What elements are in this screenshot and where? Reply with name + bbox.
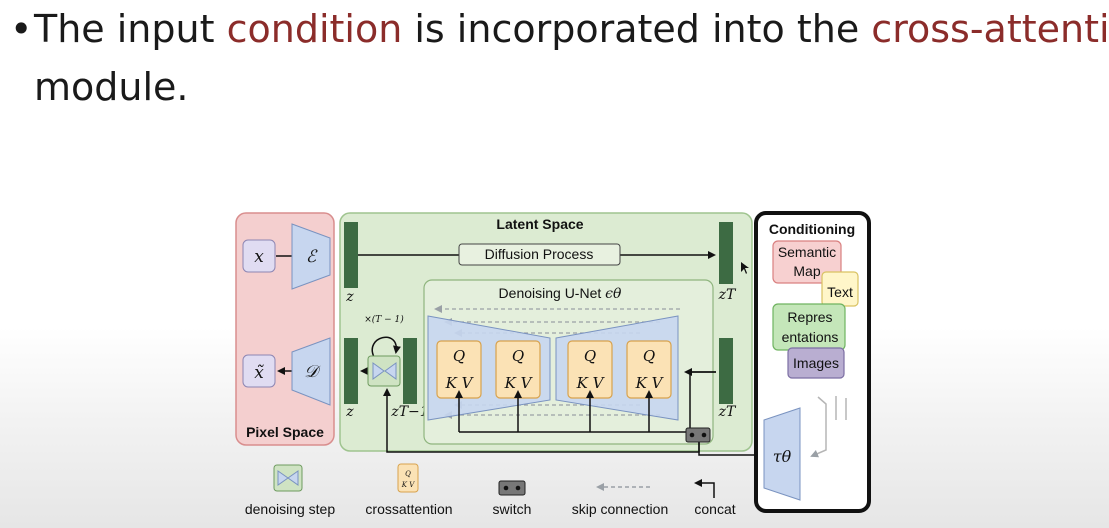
legend-switch-label: switch: [493, 501, 532, 517]
qkv-block-3: Q K V: [567, 340, 613, 399]
bracket-line-1: [810, 396, 827, 458]
qkv-block-4: Q K V: [626, 340, 672, 399]
highlight-cross-attention: cross-attention: [871, 7, 1109, 51]
legend-crossattention-label: crossattention: [365, 501, 452, 517]
qkv-block-3-kv: K V: [576, 374, 606, 392]
qkv-block-3-q: Q: [584, 347, 596, 365]
switch-dot-right: [701, 432, 707, 438]
qkv-block-1-q: Q: [453, 347, 465, 365]
tau-label: τθ: [773, 447, 792, 466]
bullet-line-1: •The input condition is incorporated int…: [10, 0, 1109, 58]
legend-skip-label: skip connection: [572, 501, 669, 517]
switch-box: [685, 427, 711, 443]
line1-prefix: The input: [34, 7, 227, 51]
cond-repres-label: Repres: [787, 309, 832, 325]
qkv-block-1: Q K V: [436, 340, 482, 399]
cond-to-denoise: [383, 388, 700, 453]
qkv-block-4-q: Q: [643, 347, 655, 365]
z-bar-top: [344, 222, 358, 288]
bullet-dot: •: [10, 7, 33, 51]
diffusion-process-box: [458, 243, 621, 266]
qkv-block-2-q: Q: [512, 347, 524, 365]
zT-bar-top: [719, 222, 733, 284]
bullet-line-2: module.: [34, 65, 189, 109]
line1-middle: is incorporated into the: [402, 7, 872, 51]
qkv-block-4-kv: K V: [635, 374, 665, 392]
x-tilde-label: x̃: [254, 363, 264, 383]
x-input-label: x: [254, 247, 264, 267]
cond-entations-label: entations: [782, 329, 839, 345]
switch-dot-left: [689, 432, 695, 438]
legend-switch-dot-right: [515, 485, 521, 491]
legend-concat-icon: [694, 479, 715, 498]
pixel-space-label: Pixel Space: [246, 424, 324, 440]
encoder-label: ℰ: [306, 247, 318, 267]
denoising-step-glyph-right: [384, 362, 397, 380]
cond-map-label: Map: [793, 263, 820, 279]
cond-images-label: Images: [793, 355, 839, 371]
zT1-label: zT−1: [390, 404, 428, 420]
epsilon-theta: ϵθ: [605, 286, 622, 302]
legend-switch-dot-left: [503, 485, 509, 491]
legend-crossattention-kv: K V: [401, 481, 415, 489]
cond-text-label: Text: [827, 284, 853, 300]
encoder-trapezoid: [291, 223, 331, 290]
legend-denoising-glyph-left: [277, 470, 289, 486]
z-bar-bottom: [344, 338, 358, 404]
conditioning-routing: [383, 368, 756, 456]
diffusion-process-label: Diffusion Process: [485, 246, 594, 262]
zT1-bar: [403, 338, 417, 404]
cond-bracket-lines: [810, 396, 847, 458]
x-tilde-box: [242, 354, 276, 388]
decoder-label: 𝒟: [304, 362, 321, 382]
zT-label-top: zT: [718, 287, 737, 303]
denoising-step-glyph: [372, 362, 385, 380]
legend-switch-icon: [498, 480, 526, 496]
unet-label-text: Denoising U-Net: [499, 285, 606, 301]
legend-concat-label: concat: [694, 501, 735, 517]
z-label-top: z: [345, 289, 354, 305]
zT-label-bottom: zT: [718, 404, 737, 420]
repeat-label: ×(T − 1): [364, 314, 404, 325]
tau-encoder-trapezoid: [763, 407, 801, 501]
cond-images-box: [787, 347, 845, 379]
qkv-block-2: Q K V: [495, 340, 541, 399]
qkv-block-1-kv: K V: [445, 374, 475, 392]
loop-arrow: [371, 336, 401, 358]
legend: denoising step Q K V crossattention swit…: [245, 463, 736, 517]
cond-semantic-label: Semantic: [778, 244, 836, 260]
legend-crossattention-icon: [397, 463, 419, 493]
legend-crossattention-q: Q: [405, 470, 411, 478]
conditioning-label: Conditioning: [769, 221, 855, 237]
latent-space-label: Latent Space: [496, 216, 583, 232]
legend-denoising-glyph-right: [287, 470, 299, 486]
legend-denoising-label: denoising step: [245, 501, 336, 517]
unet-label: Denoising U-Net ϵθ: [499, 285, 622, 302]
qkv-block-2-kv: K V: [504, 374, 534, 392]
z-label-bottom: z: [345, 404, 354, 420]
zT-bar-bottom: [719, 338, 733, 404]
cursor-icon: [741, 262, 749, 274]
x-input-box: [242, 239, 276, 273]
decoder-trapezoid: [291, 337, 331, 406]
highlight-condition: condition: [226, 7, 403, 51]
